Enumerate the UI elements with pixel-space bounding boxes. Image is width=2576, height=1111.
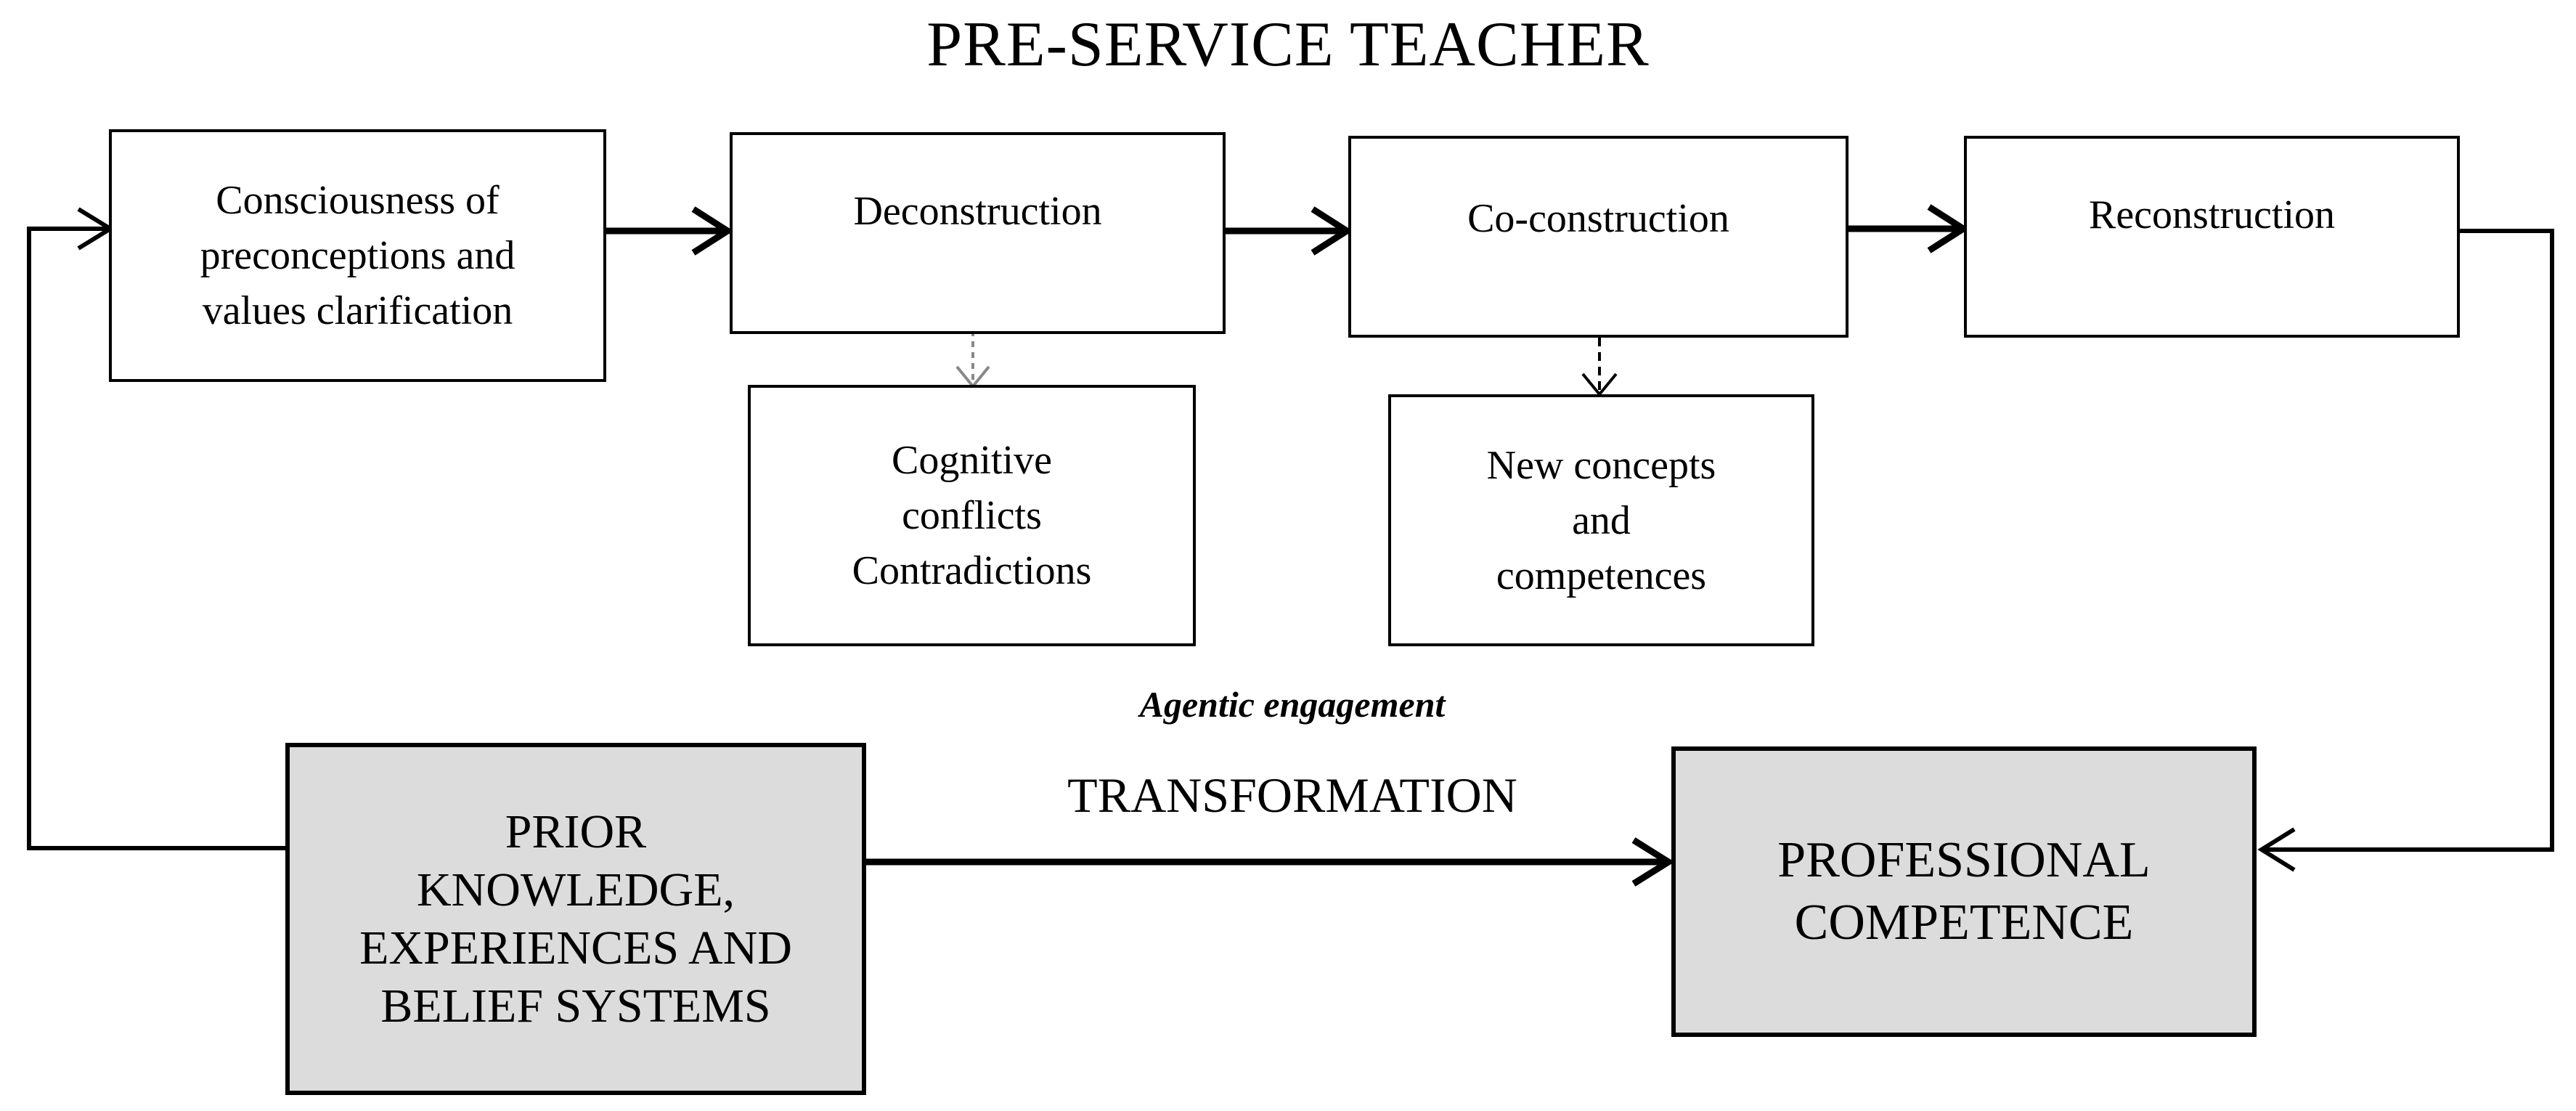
box-consciousness-label: Consciousness of preconceptions and valu… bbox=[200, 178, 515, 333]
transformation-label: TRANSFORMATION bbox=[1067, 768, 1517, 823]
box-co-construction-label: Co-construction bbox=[1467, 196, 1729, 241]
box-reconstruction: Reconstruction bbox=[1964, 136, 2460, 338]
box-new-concepts-label: New concepts and competences bbox=[1486, 442, 1716, 598]
box-prior-knowledge-label: PRIOR KNOWLEDGE, EXPERIENCES AND BELIEF … bbox=[359, 805, 792, 1033]
box-consciousness: Consciousness of preconceptions and valu… bbox=[109, 129, 606, 382]
agentic-engagement-label: Agentic engagement bbox=[1139, 684, 1446, 725]
box-deconstruction: Deconstruction bbox=[730, 132, 1226, 334]
arrow-transformation bbox=[865, 837, 1675, 887]
arrow-consciousness-to-deconstruction bbox=[606, 206, 734, 256]
box-prior-knowledge: PRIOR KNOWLEDGE, EXPERIENCES AND BELIEF … bbox=[285, 743, 866, 1095]
arrow-deconstruction-to-coconstruction bbox=[1226, 206, 1353, 256]
arrow-reconstruction-to-professional bbox=[2257, 229, 2554, 872]
box-professional-competence: PROFESSIONAL COMPETENCE bbox=[1671, 746, 2257, 1037]
diagram-title: PRE-SERVICE TEACHER bbox=[926, 9, 1650, 80]
box-professional-competence-label: PROFESSIONAL COMPETENCE bbox=[1777, 832, 2151, 951]
box-cognitive-conflicts-label: Cognitive conflicts Contradictions bbox=[852, 438, 1092, 593]
box-co-construction: Co-construction bbox=[1348, 136, 1849, 338]
box-deconstruction-label: Deconstruction bbox=[853, 189, 1102, 234]
box-reconstruction-label: Reconstruction bbox=[2088, 192, 2336, 237]
box-new-concepts: New concepts and competences bbox=[1388, 394, 1814, 646]
arrow-coconstruction-to-reconstruction bbox=[1849, 204, 1970, 253]
box-cognitive-conflicts: Cognitive conflicts Contradictions bbox=[748, 385, 1196, 646]
